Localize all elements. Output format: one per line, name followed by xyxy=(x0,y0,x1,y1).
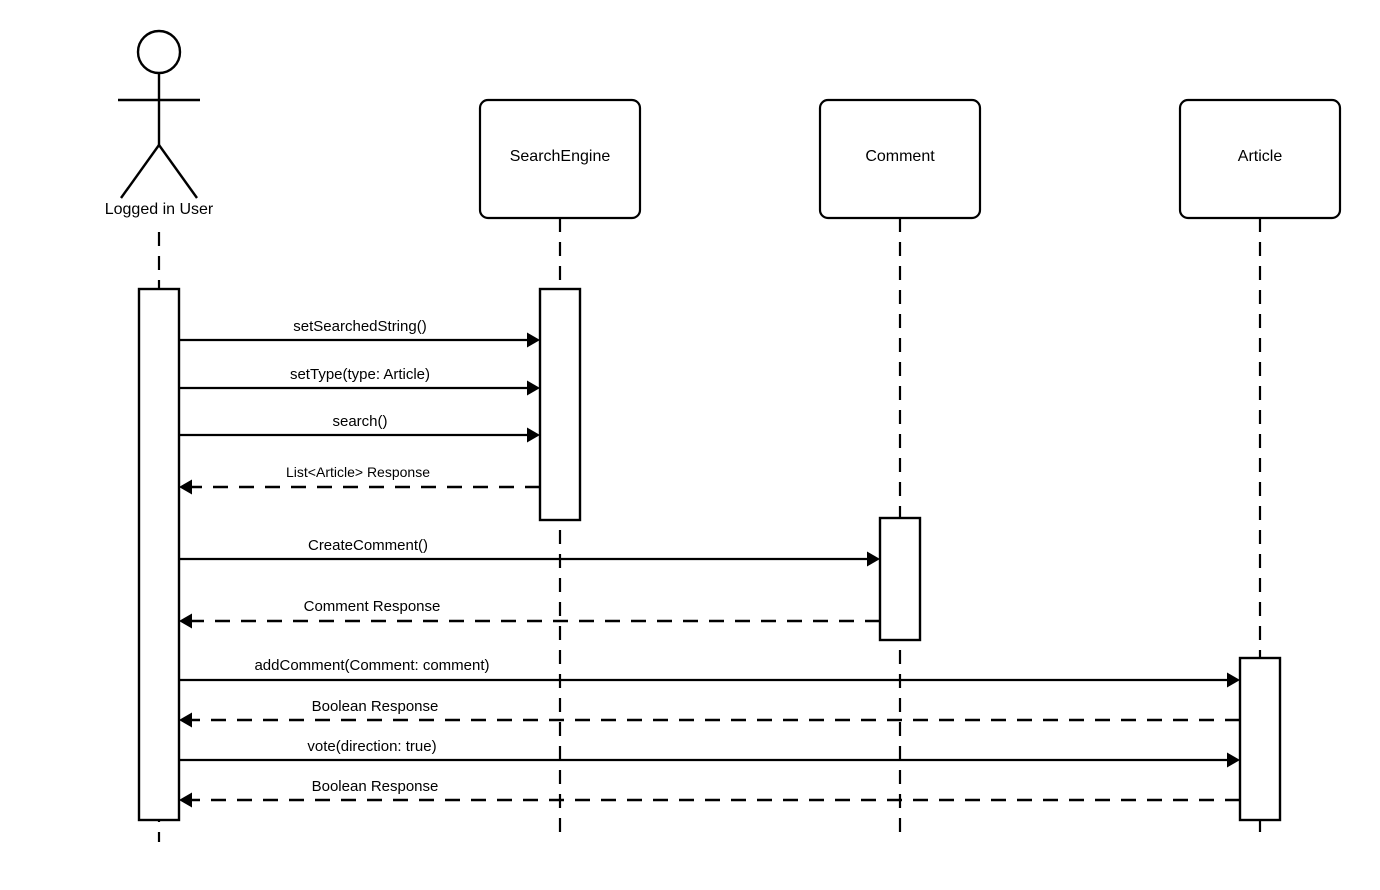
message-arrowhead-msg-2 xyxy=(527,380,540,396)
messages-layer: setSearchedString() setType(type: Article… xyxy=(179,318,1240,808)
activation-bar-comment[interactable] xyxy=(878,516,922,642)
message-label-msg-9: vote(direction: true) xyxy=(307,738,436,755)
message-label-msg-1: setSearchedString() xyxy=(293,318,426,335)
message-arrowhead-msg-6 xyxy=(179,613,192,629)
message-msg-2[interactable]: setType(type: Article) xyxy=(179,366,540,396)
message-msg-6[interactable]: Comment Response xyxy=(179,598,880,629)
message-label-msg-2: setType(type: Article) xyxy=(290,366,430,383)
participant-label-searchengine: SearchEngine xyxy=(510,148,611,165)
message-msg-3[interactable]: search() xyxy=(179,413,540,443)
participant-searchengine: SearchEngine xyxy=(478,98,642,842)
activation-bar-article[interactable] xyxy=(1238,656,1282,822)
participant-comment: Comment xyxy=(818,98,982,842)
message-arrowhead-msg-10 xyxy=(179,792,192,808)
activation-bar-actor[interactable] xyxy=(137,287,181,822)
message-msg-9[interactable]: vote(direction: true) xyxy=(179,738,1240,768)
participant-article: Article xyxy=(1178,98,1342,842)
message-msg-10[interactable]: Boolean Response xyxy=(179,778,1240,808)
message-arrowhead-msg-1 xyxy=(527,332,540,348)
participant-label-article: Article xyxy=(1238,148,1283,165)
message-msg-8[interactable]: Boolean Response xyxy=(179,698,1240,728)
message-msg-1[interactable]: setSearchedString() xyxy=(179,318,540,348)
actor-head-icon xyxy=(136,29,182,75)
message-arrowhead-msg-5 xyxy=(867,551,880,567)
lifelines-layer: Logged in User SearchEngine Comment Article xyxy=(105,29,1342,842)
actor-right-leg-icon xyxy=(158,144,198,199)
message-arrowhead-msg-3 xyxy=(527,427,540,443)
participant-label-comment: Comment xyxy=(865,148,935,165)
message-label-msg-3: search() xyxy=(332,413,387,430)
message-label-msg-7: addComment(Comment: comment) xyxy=(254,657,489,674)
message-label-msg-8: Boolean Response xyxy=(312,698,439,715)
activation-bar-searchengine[interactable] xyxy=(538,287,582,522)
message-arrowhead-msg-4 xyxy=(179,479,192,495)
message-arrowhead-msg-9 xyxy=(1227,752,1240,768)
message-arrowhead-msg-7 xyxy=(1227,672,1240,688)
message-msg-7[interactable]: addComment(Comment: comment) xyxy=(179,657,1240,688)
message-label-msg-6: Comment Response xyxy=(304,598,441,615)
actor-left-leg-icon xyxy=(120,144,160,199)
message-label-msg-10: Boolean Response xyxy=(312,778,439,795)
participant-actor: Logged in User xyxy=(105,29,214,842)
message-label-msg-4: List<Article> Response xyxy=(286,464,430,480)
message-arrowhead-msg-8 xyxy=(179,712,192,728)
message-label-msg-5: CreateComment() xyxy=(308,537,428,554)
message-msg-5[interactable]: CreateComment() xyxy=(179,537,880,567)
participant-label-actor: Logged in User xyxy=(105,201,214,218)
message-msg-4[interactable]: List<Article> Response xyxy=(179,464,540,495)
